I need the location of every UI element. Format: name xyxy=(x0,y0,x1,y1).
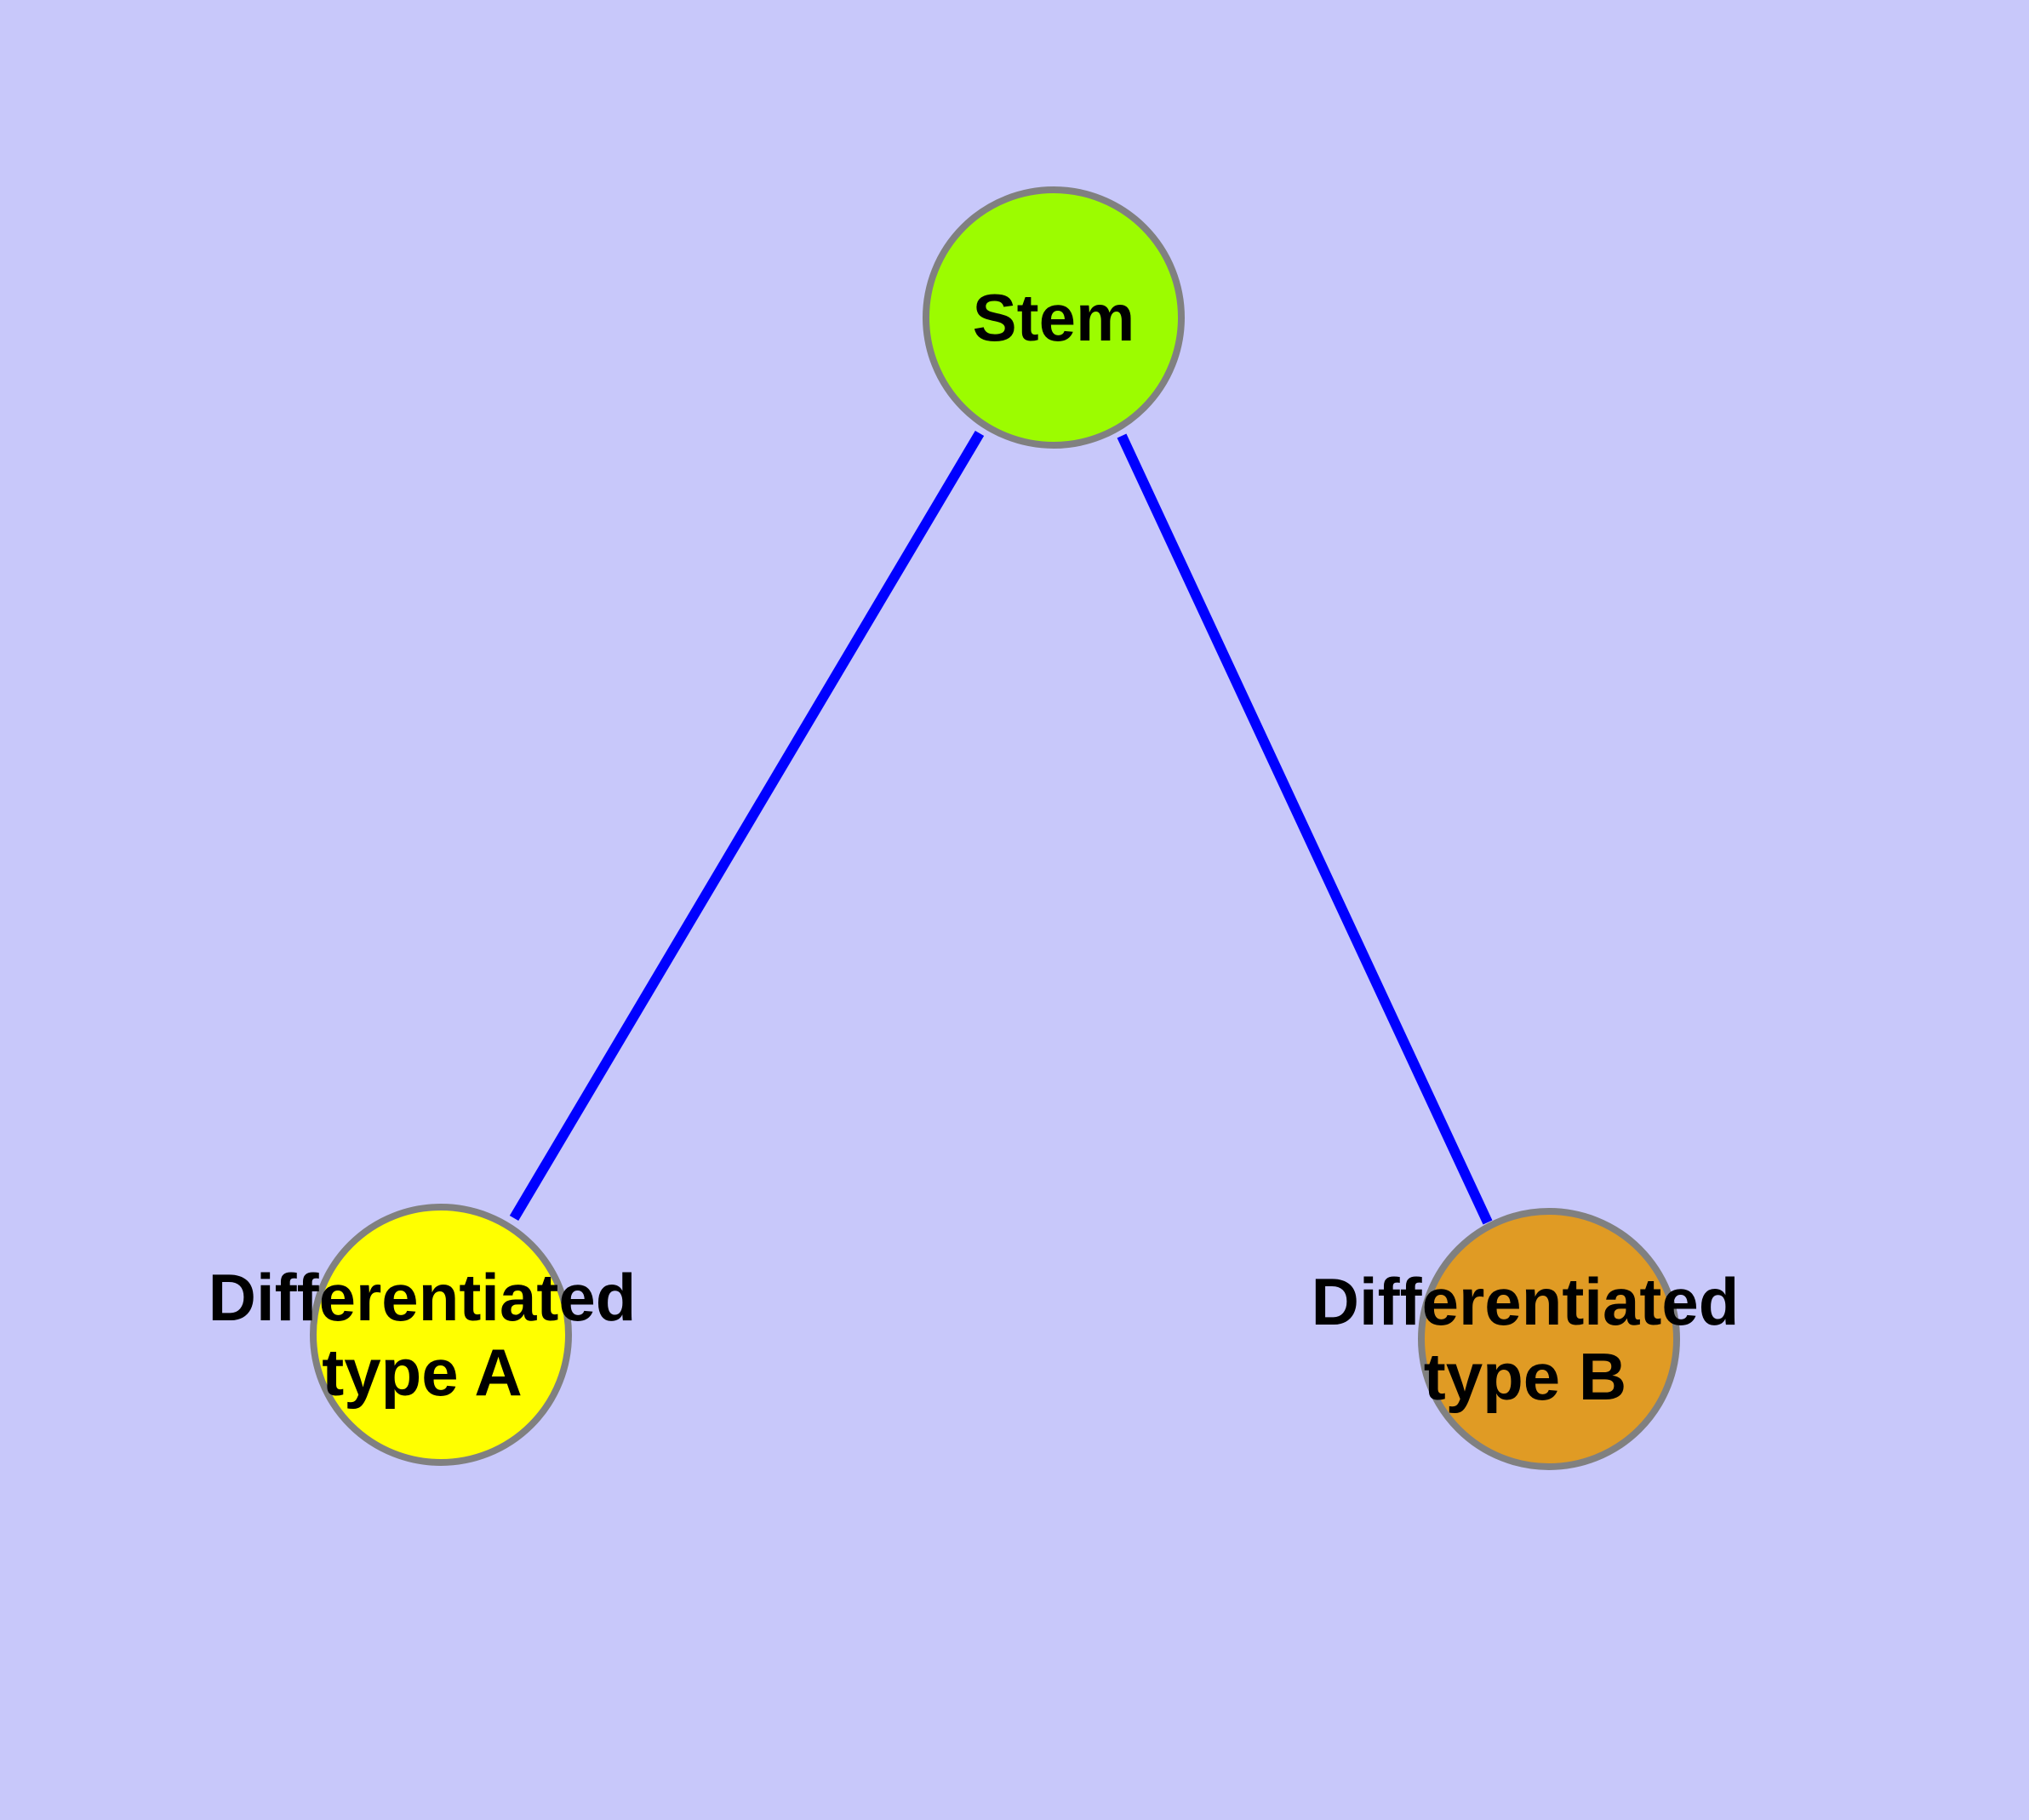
node-circle-stem[interactable] xyxy=(923,186,1185,449)
edge-stem-to-differentiated-type-b[interactable] xyxy=(1117,433,1493,1225)
node-label-line: type A xyxy=(322,1335,523,1410)
node-label-line: Differentiated xyxy=(1312,1264,1740,1339)
node-label-line: Stem xyxy=(973,280,1135,355)
node-label-line: Differentiated xyxy=(209,1260,637,1335)
edges-layer xyxy=(509,430,1493,1225)
node-circle-differentiated-type-a[interactable] xyxy=(310,1204,572,1466)
node-label-stem: Stem xyxy=(973,280,1135,355)
node-label-line: type B xyxy=(1424,1339,1626,1414)
nodes-layer xyxy=(310,186,1680,1470)
edge-stem-to-differentiated-type-a[interactable] xyxy=(509,430,985,1222)
node-circle-differentiated-type-b[interactable] xyxy=(1418,1208,1680,1470)
